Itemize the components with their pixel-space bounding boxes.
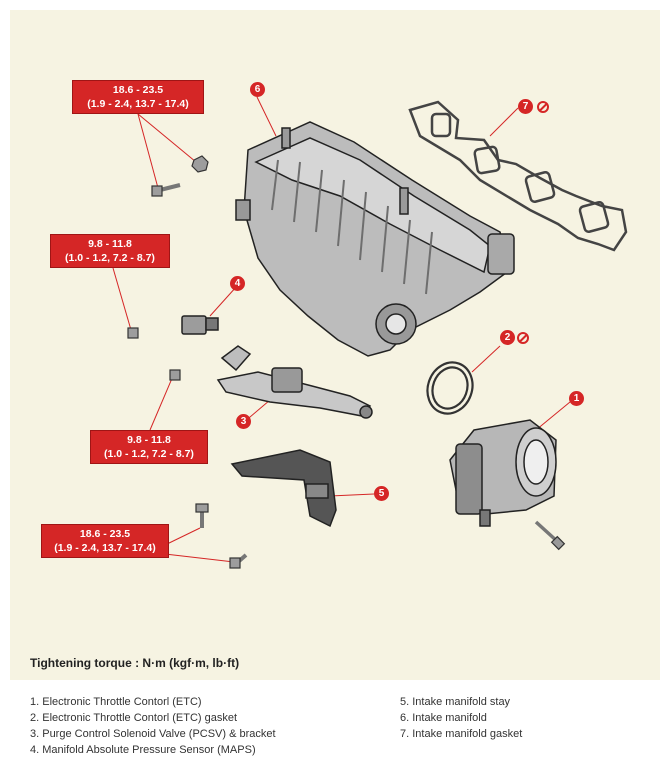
exploded-diagram: 18.6 - 23.5 (1.9 - 2.4, 13.7 - 17.4) 9.8… — [10, 10, 660, 680]
electronic-throttle-control — [449, 419, 557, 527]
nut-a — [191, 155, 209, 173]
legend-item: 1. Electronic Throttle Contorl (ETC) — [30, 696, 202, 708]
torque-label-center: 9.8 - 11.8 (1.0 - 1.2, 7.2 - 8.7) — [90, 430, 208, 464]
torque-label-mid-left: 9.8 - 11.8 (1.0 - 1.2, 7.2 - 8.7) — [50, 234, 170, 268]
legend-item: 3. Purge Control Solenoid Valve (PCSV) &… — [30, 728, 276, 740]
leader-lines — [112, 96, 571, 563]
legend-column-right: 5. Intake manifold stay 6. Intake manifo… — [400, 694, 522, 742]
intake-manifold-stay — [230, 449, 337, 528]
no-reuse-icon — [537, 101, 549, 113]
callout-7: 7 — [518, 99, 533, 114]
legend-column-left: 1. Electronic Throttle Contorl (ETC) 2. … — [30, 694, 276, 758]
bolt-d — [195, 503, 209, 528]
legend-item: 5. Intake manifold stay — [400, 696, 511, 708]
torque-value-nm: 18.6 - 23.5 — [112, 84, 164, 96]
torque-value-nm: 9.8 - 11.8 — [127, 434, 171, 446]
callout-6: 6 — [250, 82, 265, 97]
callout-4: 4 — [230, 276, 245, 291]
maps-sensor — [181, 315, 219, 335]
torque-value-nm: 9.8 - 11.8 — [88, 238, 132, 250]
callout-1: 1 — [569, 391, 584, 406]
legend-item: 2. Electronic Throttle Contorl (ETC) gas… — [30, 712, 238, 724]
intake-manifold — [235, 121, 515, 357]
legend-item: 6. Intake manifold — [400, 712, 487, 724]
pcsv-bracket — [216, 345, 373, 419]
torque-label-top-left: 18.6 - 23.5 (1.9 - 2.4, 13.7 - 17.4) — [72, 80, 204, 114]
bolt-a — [151, 183, 181, 197]
callout-2: 2 — [500, 330, 515, 345]
legend-item: 7. Intake manifold gasket — [400, 728, 523, 740]
bolt-b — [127, 327, 139, 339]
bolts — [127, 155, 248, 569]
torque-value-alt: (1.9 - 2.4, 13.7 - 17.4) — [87, 98, 189, 110]
intake-manifold-gasket — [408, 100, 628, 252]
bolt-e — [229, 553, 248, 569]
torque-label-bottom-left: 18.6 - 23.5 (1.9 - 2.4, 13.7 - 17.4) — [41, 524, 169, 558]
torque-value-alt: (1.0 - 1.2, 7.2 - 8.7) — [65, 252, 155, 264]
torque-units-caption: Tightening torque : N·m (kgf·m, lb·ft) — [30, 656, 240, 670]
callout-3: 3 — [236, 414, 251, 429]
bolt-c — [169, 369, 181, 381]
torque-value-alt: (1.9 - 2.4, 13.7 - 17.4) — [54, 542, 156, 554]
diagram-artwork — [112, 96, 628, 569]
etc-gasket — [426, 361, 474, 415]
no-reuse-icon — [517, 332, 529, 344]
throttle-bolt — [534, 520, 566, 551]
callout-5: 5 — [374, 486, 389, 501]
torque-value-nm: 18.6 - 23.5 — [79, 528, 131, 540]
torque-value-alt: (1.0 - 1.2, 7.2 - 8.7) — [104, 448, 194, 460]
legend-item: 4. Manifold Absolute Pressure Sensor (MA… — [30, 744, 256, 756]
